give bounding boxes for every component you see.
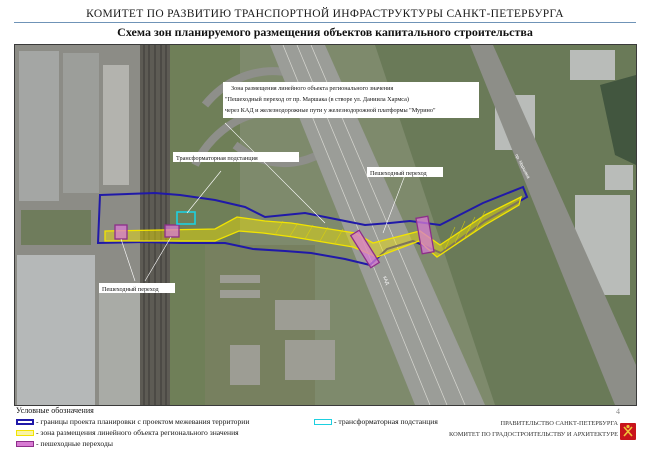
legend: Условные обозначения - границы проекта п… (14, 404, 438, 450)
warehouse-roofs (17, 51, 143, 405)
pedestrian-crossing-kad (349, 229, 381, 269)
legend-item-substation: - трансформаторная подстанция (314, 417, 438, 426)
footer-committee: КОМИТЕТ ПО ГРАДОСТРОИТЕЛЬСТВУ И АРХИТЕКТ… (449, 431, 618, 438)
legend-label-crossings: - пешеходные переходы (36, 439, 113, 448)
pedestrian-crossing-west-2 (164, 224, 180, 238)
page-number: 4 (616, 407, 620, 416)
legend-item-zone: - зона размещения линейного объекта реги… (16, 428, 239, 437)
crossing-swatch-icon (16, 440, 34, 447)
map-frame: пр. Маршака КАД (14, 44, 637, 406)
header: КОМИТЕТ ПО РАЗВИТИЮ ТРАНСПОРТНОЙ ИНФРАСТ… (0, 0, 650, 46)
legend-label-boundary: - границы проекта планировки с проектом … (36, 417, 250, 426)
street-label-ring-road: КАД (382, 275, 390, 285)
legend-label-substation: - трансформаторная подстанция (334, 417, 438, 426)
callout-lines (120, 122, 406, 282)
crossing-east-label-box (367, 167, 443, 177)
boundary-swatch-icon (16, 418, 34, 425)
footer-government: ПРАВИТЕЛЬСТВО САНКТ-ПЕТЕРБУРГА (500, 420, 618, 427)
substation-label: Трансформаторная подстанция (176, 155, 258, 162)
zone-label-box (223, 82, 479, 118)
garage-rows (220, 275, 335, 385)
map-title: Схема зон планируемого размещения объект… (117, 25, 533, 39)
residential-area-east (375, 45, 636, 405)
crossing-west-label: Пешеходный переход (102, 286, 159, 293)
zone-label-line-2: "Пешеходный переход от пр. Маршака (в ст… (225, 96, 409, 103)
satellite-map: пр. Маршака КАД (15, 45, 636, 405)
planning-boundary (96, 185, 529, 267)
crossing-west-label-box (99, 283, 175, 293)
railway-tracks (143, 45, 167, 405)
marshak-avenue (470, 45, 636, 405)
header-rule (14, 22, 636, 23)
zone-swatch-icon (16, 429, 34, 436)
pedestrian-crossing-west-1 (114, 224, 128, 240)
legend-item-crossings: - пешеходные переходы (16, 439, 113, 448)
footer-credits: ПРАВИТЕЛЬСТВО САНКТ-ПЕТЕРБУРГА КОМИТЕТ П… (430, 418, 618, 440)
committee-title: КОМИТЕТ ПО РАЗВИТИЮ ТРАНСПОРТНОЙ ИНФРАСТ… (86, 8, 564, 20)
zone-label-line-1: Зона размещения линейного объекта регион… (231, 85, 393, 92)
zone-hatching (274, 210, 486, 250)
substation-swatch-icon (314, 418, 332, 425)
crossing-east-label: Пешеходный переход (370, 170, 427, 177)
zone-label-line-3: через КАД и железнодорожные пути у желез… (225, 107, 436, 114)
legend-title: Условные обозначения (16, 406, 94, 415)
transformer-substation (176, 211, 196, 225)
city-emblem-icon (620, 423, 636, 440)
river (600, 75, 636, 165)
substation-label-box (173, 152, 299, 162)
pedestrian-crossing-east (415, 215, 435, 255)
legend-item-boundary: - границы проекта планировки с проектом … (16, 417, 249, 426)
legend-label-zone: - зона размещения линейного объекта реги… (36, 428, 239, 437)
